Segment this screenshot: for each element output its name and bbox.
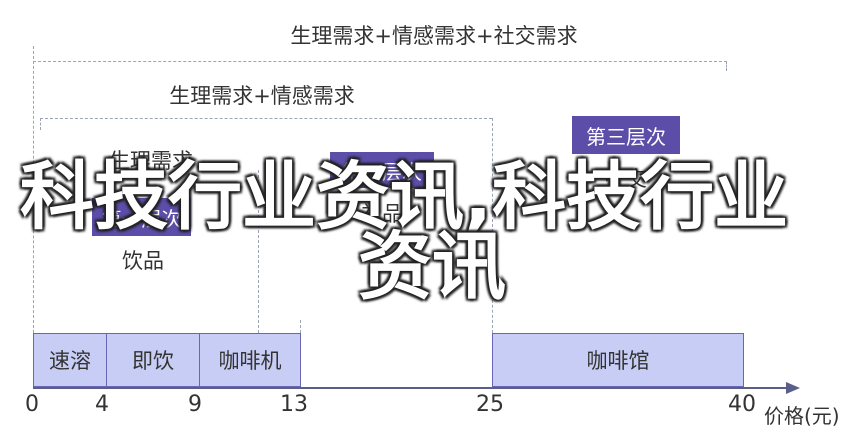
divider-9 xyxy=(258,170,259,333)
middle-range-label: 生理需求+情感需求 xyxy=(169,84,355,108)
gift-label: 礼品 xyxy=(361,202,403,226)
layer-1-box: 第一层次 xyxy=(92,198,191,236)
tick-13: 13 xyxy=(280,392,308,417)
divider-13 xyxy=(300,320,301,333)
bar-ready-to-drink-label: 即饮 xyxy=(132,349,174,373)
bar-cafe: 咖啡馆 xyxy=(492,333,744,387)
bracket-top-right xyxy=(726,61,727,71)
bar-ready-to-drink: 即饮 xyxy=(106,333,200,387)
bracket-middle-line xyxy=(40,118,492,119)
tick-4: 4 xyxy=(95,392,109,417)
tick-9: 9 xyxy=(188,392,202,417)
bar-instant-label: 速溶 xyxy=(49,349,91,373)
bar-coffee-machine: 咖啡机 xyxy=(199,333,301,387)
bar-cafe-label: 咖啡馆 xyxy=(586,349,650,373)
tick-25: 25 xyxy=(476,392,504,417)
axis-arrow-icon xyxy=(786,382,800,394)
social-label: 社交 xyxy=(605,167,647,191)
tick-40: 40 xyxy=(728,392,756,417)
inner-range-label: 生理需求 xyxy=(109,149,193,173)
bar-coffee-machine-label: 咖啡机 xyxy=(218,349,282,373)
bracket-top-line xyxy=(33,61,727,62)
bracket-middle-right xyxy=(492,118,493,333)
tick-0: 0 xyxy=(25,392,39,417)
bar-instant: 速溶 xyxy=(33,333,107,387)
price-axis xyxy=(33,382,800,394)
top-range-label: 生理需求+情感需求+社交需求 xyxy=(290,24,578,48)
layer-3-box: 第三层次 xyxy=(572,116,680,154)
axis-title: 价格(元) xyxy=(764,404,840,428)
layer-3-label: 第三层次 xyxy=(586,124,666,149)
layer-2-label: 第二层次 xyxy=(342,159,422,184)
layer-1-label: 第一层次 xyxy=(101,206,182,231)
overlay-text-line-2: 资讯 xyxy=(358,224,506,310)
overlay-text-line-1: 科技行业资讯,科技行业 xyxy=(20,154,789,240)
drink-label: 饮品 xyxy=(122,249,164,273)
layer-2-box: 第二层次 xyxy=(330,152,434,188)
bracket-top-left xyxy=(33,46,34,333)
bracket-middle-left xyxy=(40,118,41,130)
